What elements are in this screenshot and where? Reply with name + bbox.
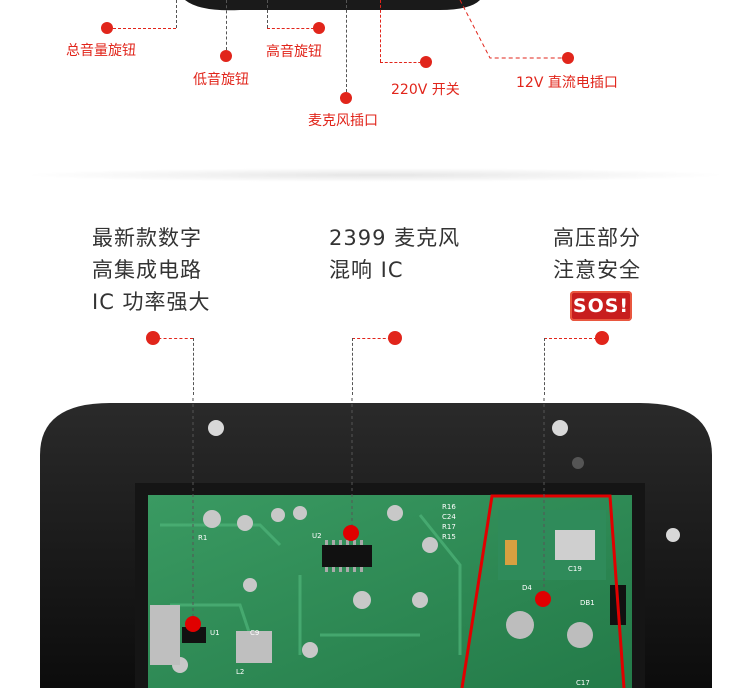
- marker-dot: [101, 22, 113, 34]
- label-dc-12v: 12V 直流电插口: [516, 75, 618, 91]
- feature-line: 注意安全: [553, 258, 641, 282]
- marker-dot: [388, 331, 402, 345]
- label-mic-jack: 麦克风插口: [308, 113, 378, 129]
- feature-line: 混响 IC: [329, 258, 404, 282]
- sos-badge: SOS!: [570, 291, 632, 321]
- marker-dot: [595, 331, 609, 345]
- dc-leader-line: [459, 0, 568, 59]
- pcb-mark: C19: [568, 565, 582, 573]
- label-master-volume: 总音量旋钮: [66, 43, 136, 59]
- pcb-mark: DB1: [580, 599, 595, 607]
- pcb-mark: R17: [442, 523, 456, 531]
- section-divider-shadow: [20, 168, 730, 182]
- feature-line: 高压部分: [553, 226, 641, 250]
- pcb-mark: C9: [250, 629, 259, 637]
- housing-top-edge: [185, 0, 480, 11]
- marker-dot: [313, 22, 325, 34]
- marker-dot: [146, 331, 160, 345]
- pcb-mark: R16: [442, 503, 456, 511]
- amplifier-board-photo: U2 Q1 U1 L2 C9 R1 R16 C24 R17 R15 C19 D4…: [40, 395, 712, 688]
- feature-line: IC 功率强大: [92, 290, 211, 314]
- marker-dot: [220, 50, 232, 62]
- feature-high-voltage: 高压部分 注意安全: [553, 222, 641, 286]
- marker-dot: [562, 52, 574, 64]
- pcb-mark: C17: [576, 679, 590, 687]
- feature-line: 2399 麦克风: [329, 226, 461, 250]
- label-bass: 低音旋钮: [193, 72, 249, 88]
- feature-line: 高集成电路: [92, 258, 202, 282]
- pcb-mark: R15: [442, 533, 456, 541]
- marker-dot: [340, 92, 352, 104]
- marker-dot: [420, 56, 432, 68]
- pcb-mark: L2: [236, 668, 244, 676]
- label-switch-220v: 220V 开关: [391, 82, 460, 98]
- pcb-mark: U2: [312, 532, 322, 540]
- pcb-mark: R1: [198, 534, 207, 542]
- feature-mic-reverb: 2399 麦克风 混响 IC: [329, 222, 460, 286]
- pcb-mark: U1: [210, 629, 220, 637]
- pcb-mark: D4: [522, 584, 532, 592]
- pcb-mark: C24: [442, 513, 456, 521]
- feature-digital-ic: 最新款数字 高集成电路 IC 功率强大: [92, 222, 211, 318]
- label-treble: 高音旋钮: [266, 44, 322, 60]
- feature-line: 最新款数字: [92, 226, 202, 250]
